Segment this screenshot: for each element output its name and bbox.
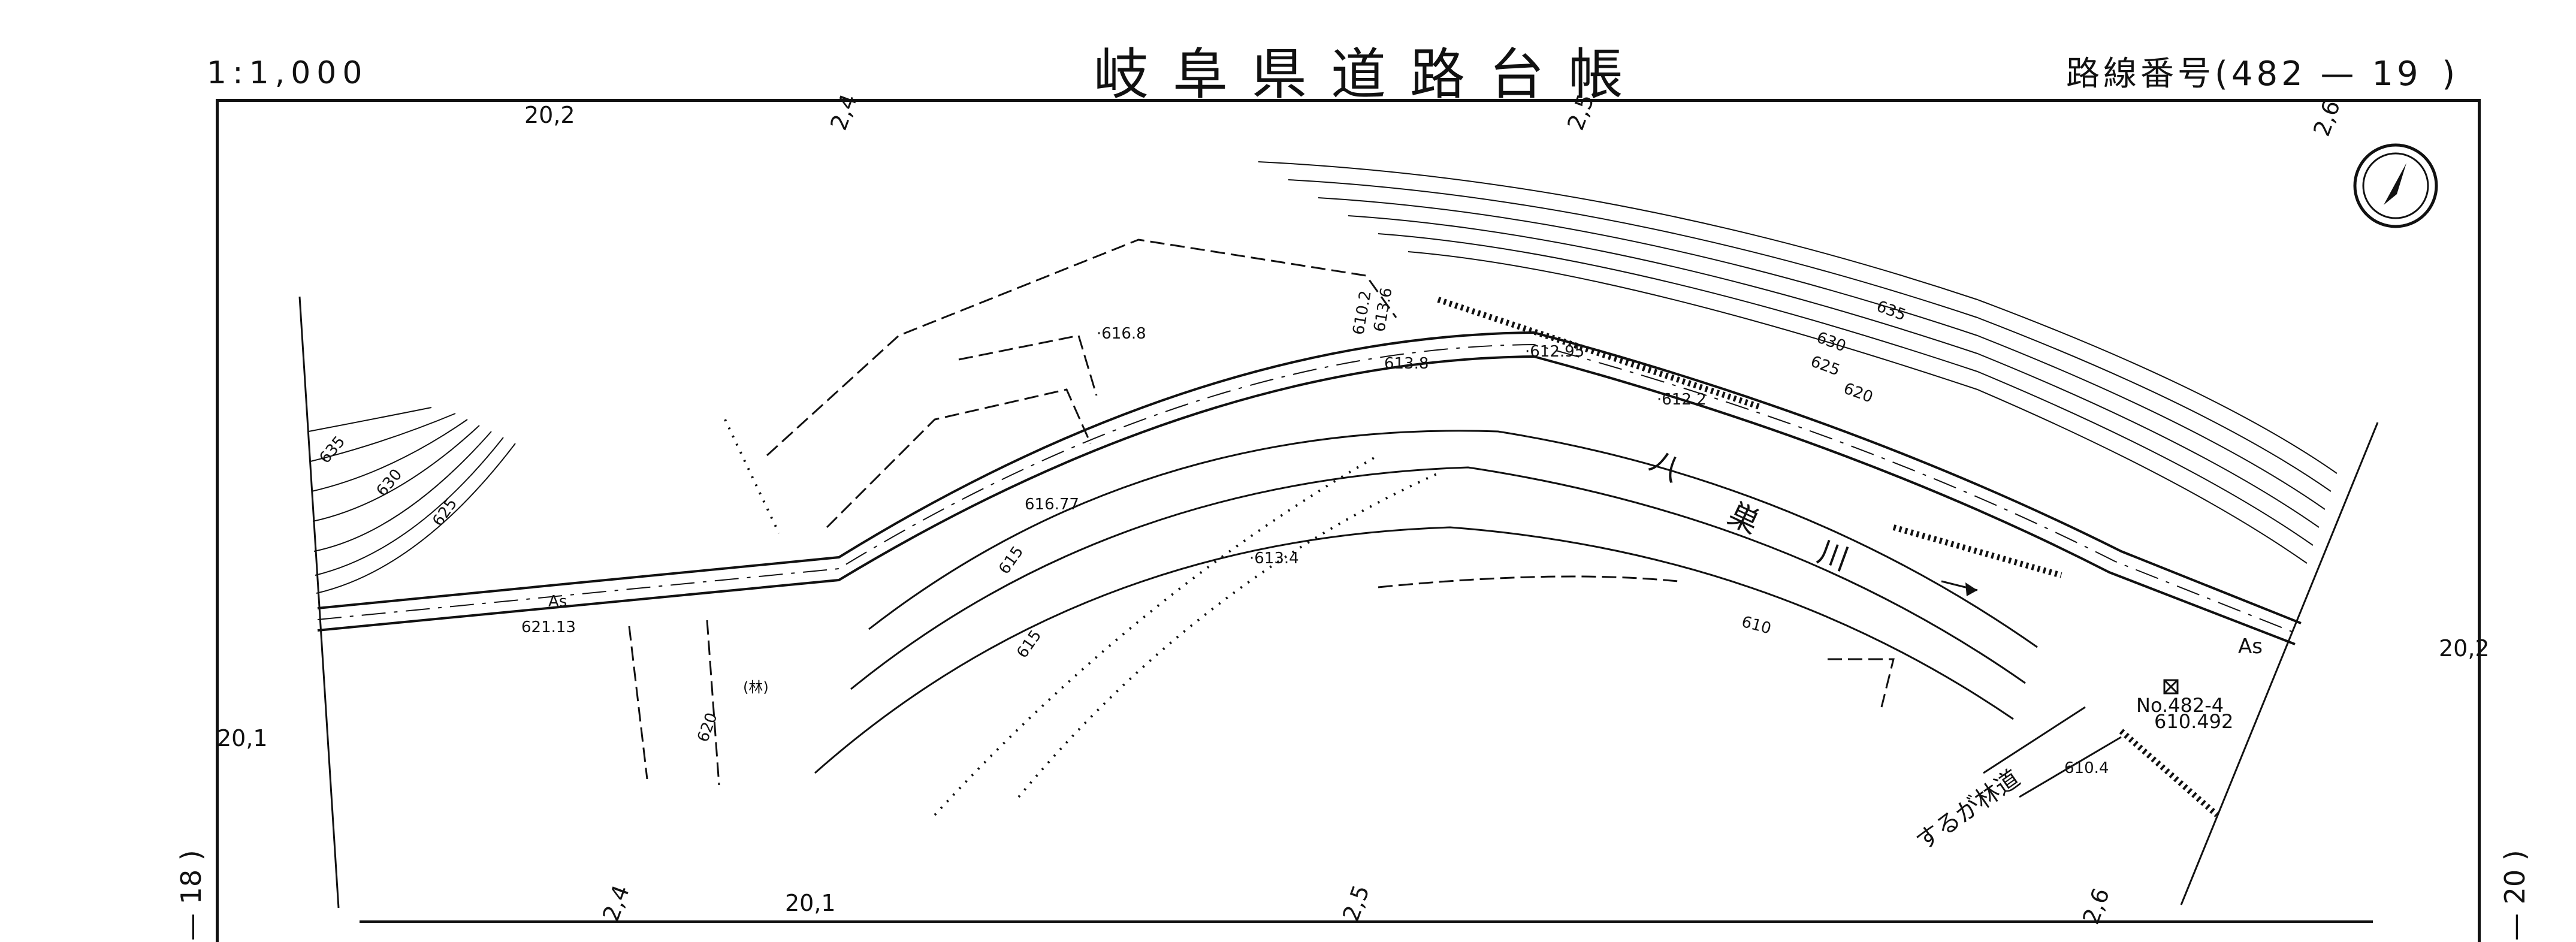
guardrail-right xyxy=(1892,524,2062,578)
elev-616-77: 616.77 xyxy=(1025,496,1079,514)
contour-635-left: 635 xyxy=(316,433,349,467)
route-suffix: ) xyxy=(2442,55,2459,93)
benchmark-label: No.482-4 xyxy=(2136,694,2224,717)
river-char-3: 川 xyxy=(1813,535,1853,578)
guardrail-bottom xyxy=(2119,729,2219,817)
elev-616-8: ·616.8 xyxy=(1097,325,1146,343)
elev-610-492: 610.492 xyxy=(2154,710,2233,733)
left-hillside-contours xyxy=(308,407,516,594)
grid-bottom-2-4: 2,4 xyxy=(597,881,635,925)
grid-bottom-20-1: 20,1 xyxy=(785,890,836,916)
route-value: 482 — 19 xyxy=(2231,55,2422,93)
grid-top-2-4: 2,4 xyxy=(825,90,862,134)
elev-613-8: 613.8 xyxy=(1384,355,1429,373)
contour-620-right: 620 xyxy=(1841,379,1876,406)
contour-625-left: 625 xyxy=(429,495,461,530)
contour-610: 610 xyxy=(1740,613,1773,638)
surface-as-right: As xyxy=(2238,635,2263,659)
page-title: 岐阜県道路台帳 xyxy=(1094,43,1648,107)
road-centerline xyxy=(317,343,2299,635)
grid-top-2-6: 2,6 xyxy=(2308,96,2345,140)
parcel-lines xyxy=(628,238,1895,786)
river-char-2: 巣 xyxy=(1723,496,1765,541)
contour-620-left: 620 xyxy=(694,710,721,744)
forest-road xyxy=(1983,706,2122,798)
right-hillside-contours xyxy=(1258,161,2338,564)
surface-as-left: As xyxy=(548,593,567,611)
grid-left-20-1: 20,1 xyxy=(217,725,268,751)
elev-612-2: ·612.2 xyxy=(1657,391,1707,409)
guardrail-top xyxy=(1437,297,1763,410)
contour-630-right: 630 xyxy=(1814,328,1849,355)
north-arrow xyxy=(2353,143,2438,228)
contour-615: 615 xyxy=(995,543,1027,578)
contour-635-right: 635 xyxy=(1874,297,1908,324)
forest-label: (林) xyxy=(743,679,769,696)
elev-621-13: 621.13 xyxy=(521,618,576,636)
grid-top-20-2: 20,2 xyxy=(524,102,575,128)
road-name-label: するが林道 xyxy=(1911,765,2025,856)
contour-615b: 615 xyxy=(1013,627,1045,662)
main-road xyxy=(317,331,2302,645)
left-boundary-line xyxy=(298,296,340,908)
river xyxy=(814,430,2038,774)
right-boundary-line xyxy=(2180,422,2379,905)
grid-right-20-2: 20,2 xyxy=(2439,635,2490,662)
river-flow-arrowhead xyxy=(1965,582,1977,596)
route-number: 路線番号(482 — 19 ) xyxy=(2066,47,2459,95)
route-prefix: 路線番号( xyxy=(2066,55,2231,93)
elev-613-4: ·613.4 xyxy=(1249,550,1299,567)
contour-630-left: 630 xyxy=(373,466,406,500)
map-frame xyxy=(216,99,2481,942)
contour-625-right: 625 xyxy=(1808,352,1843,379)
dotted-boundary xyxy=(724,419,1439,816)
elev-612-95: ·612.95 xyxy=(1525,343,1584,361)
grid-top-2-5: 2,5 xyxy=(1562,90,1599,134)
elev-610-4: 610.4 xyxy=(2064,759,2109,777)
grid-bottom-2-5: 2,5 xyxy=(1337,881,1375,925)
benchmark-symbol xyxy=(2163,679,2179,695)
river-char-1: 八 xyxy=(1644,443,1687,488)
map-scale: 1:1,000 xyxy=(207,55,369,91)
